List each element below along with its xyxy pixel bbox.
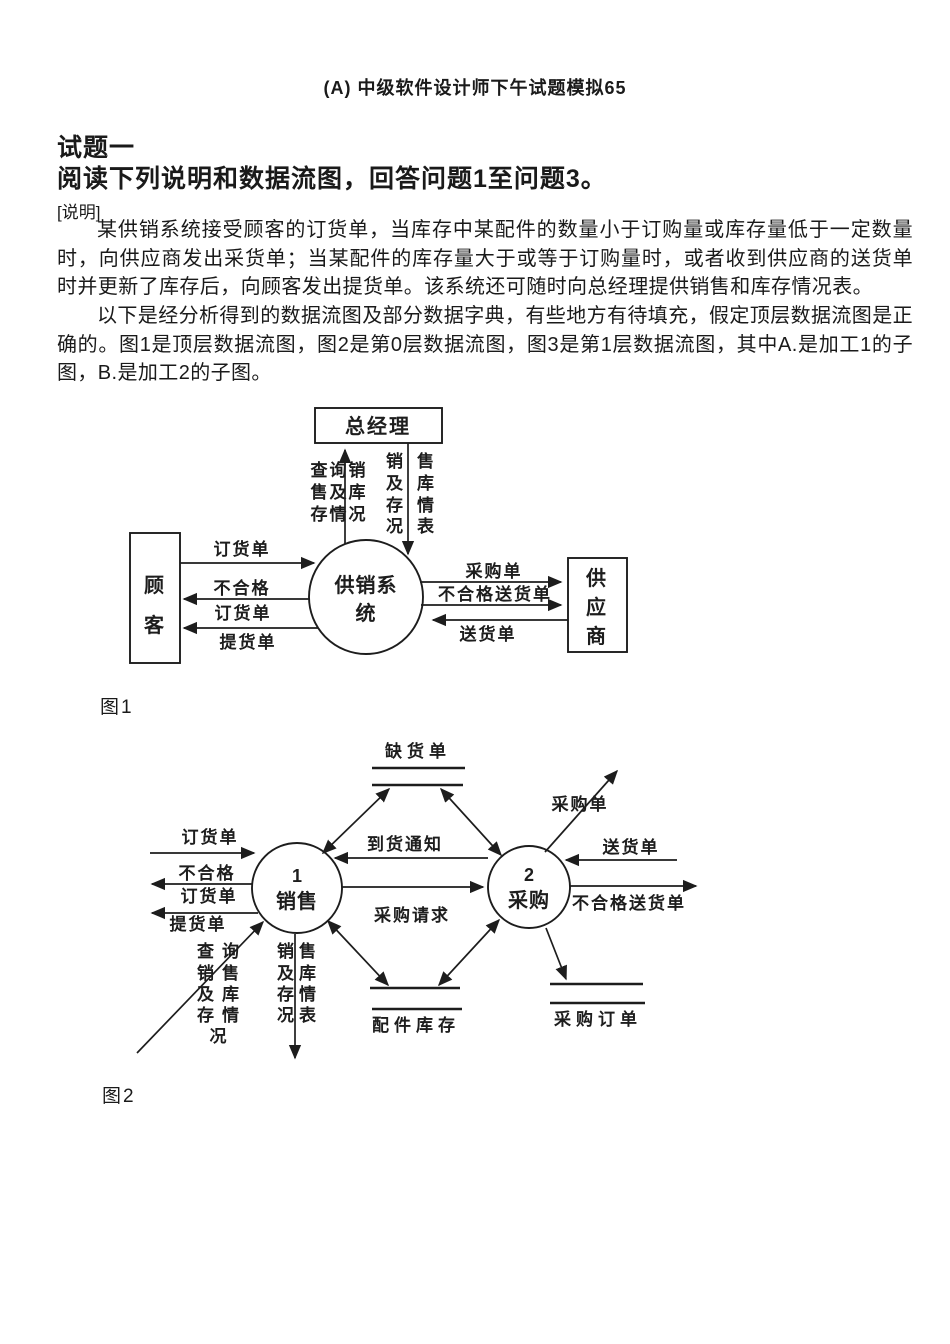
data-store-label-inventory: 配件库存 (372, 1015, 460, 1035)
figure1-diagram: 总经理 查询销 售及库 存情况 销售 及库 存情 况表 顾 客 供销系 统 供 … (129, 407, 628, 664)
entity-label-customer: 顾 (144, 574, 166, 597)
process-circle-purchase (487, 845, 571, 929)
process-number-sales: 1 (292, 866, 302, 886)
flow-label-pickup: 提货单 (170, 914, 227, 934)
flow-label-query-row: 存情况 (311, 504, 368, 524)
data-store-label-purchase-orders: 采购订单 (553, 1009, 642, 1029)
arrow-purchase-inventory-store (437, 918, 501, 987)
entity-label-supplier: 应 (586, 595, 608, 619)
flow-label-arrival-notice: 到货通知 (367, 834, 443, 854)
flow-label-reject-order: 订货单 (181, 886, 238, 906)
flow-label-report-row: 况表 (386, 516, 448, 536)
process-circle-supply-system (308, 539, 424, 655)
paragraph-description: 某供销系统接受顾客的订货单，当库存中某配件的数量小于订购量或库存量低于一定数量时… (57, 219, 913, 298)
arrow-purchase-to-order-store (545, 927, 567, 981)
arrow-purchase-order-out (544, 769, 619, 853)
flow-label-report-row: 销售 (277, 941, 321, 961)
flow-label-query-row: 及库 (197, 984, 247, 1004)
arrow-query-in (136, 920, 265, 1054)
arrow-purchase-shortage-store (439, 787, 503, 857)
flow-label-query-row: 存情 (197, 1005, 247, 1025)
arrow-sales-shortage-store (321, 787, 391, 855)
question-heading: 试题一 (57, 134, 136, 162)
entity-box-customer (129, 532, 181, 664)
flow-label-purchase-order: 采购单 (551, 794, 609, 814)
flow-label-reject-order: 订货单 (215, 603, 272, 623)
flow-label-purchase: 采购单 (465, 561, 523, 581)
flow-label-query-row: 查询 (196, 941, 247, 961)
flow-label-query-row: 售及库 (311, 482, 368, 502)
entity-box-manager (314, 407, 443, 444)
paragraph-figures-intro: 以下是经分析得到的数据流图及部分数据字典，有些地方有待填充，假定顶层数据流图是正… (57, 305, 913, 384)
entity-label-supplier: 商 (586, 624, 608, 648)
flow-label-report-row: 况表 (277, 1005, 321, 1025)
entity-label-customer: 客 (143, 613, 166, 637)
data-store-label-shortage: 缺货单 (385, 741, 451, 761)
flow-label-report-row: 存情 (277, 984, 321, 1004)
flow-label-report-row: 及库 (386, 473, 448, 493)
figure2-caption: 图2 (102, 1086, 136, 1107)
flow-label-reject-order: 不合格 (214, 578, 271, 598)
page-title: (A) 中级软件设计师下午试题模拟65 (323, 78, 627, 98)
flow-label-pickup: 提货单 (220, 632, 277, 652)
process-label-supply-system: 供销系 (334, 573, 398, 597)
arrow-sales-inventory-store (326, 919, 390, 987)
flow-label-purchase-request: 采购请求 (373, 905, 450, 925)
flow-label-query-row: 销售 (197, 963, 247, 983)
process-number-purchase: 2 (524, 865, 534, 885)
flow-label-delivery: 送货单 (460, 624, 517, 644)
figure2-diagram: 缺货单 1 销售 2 采购 采购单 到货通知 采购请求 送货单 (136, 741, 698, 1060)
process-label-supply-system: 统 (356, 601, 377, 625)
flow-label-reject-order: 不合格 (179, 863, 236, 883)
figure1-caption: 图1 (100, 697, 134, 718)
entity-box-supplier (567, 557, 628, 653)
flow-label-reject-delivery: 不合格送货单 (438, 584, 552, 604)
flow-label-report-row: 销售 (386, 451, 448, 471)
flow-label-order: 订货单 (182, 827, 239, 847)
note-label: [说明] (57, 203, 101, 222)
entity-label-manager: 总经理 (345, 414, 411, 438)
question-instruction: 阅读下列说明和数据流图，回答问题1至问题3。 (57, 165, 607, 193)
flow-label-reject-delivery: 不合格送货单 (572, 893, 686, 913)
entity-label-supplier: 供 (585, 566, 608, 590)
process-label-sales: 销售 (276, 889, 318, 913)
flow-label-report-row: 存情 (386, 495, 448, 515)
flow-label-report-row: 及库 (277, 963, 321, 983)
process-circle-sales (251, 842, 343, 934)
flow-label-query-row: 况 (210, 1027, 235, 1046)
flow-label-query-row: 查询销 (310, 460, 368, 480)
flow-label-order: 订货单 (214, 539, 271, 559)
flow-label-delivery: 送货单 (603, 837, 660, 857)
process-label-purchase: 采购 (508, 888, 550, 912)
